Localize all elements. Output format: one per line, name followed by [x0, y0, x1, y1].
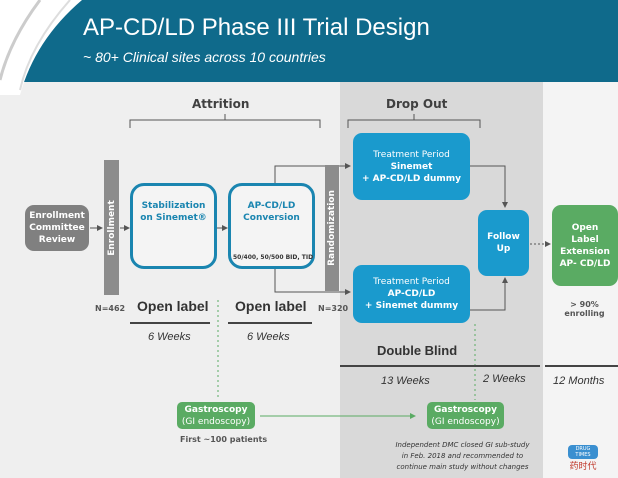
n-randomized: N=320 — [318, 304, 349, 313]
gastroscopy-box-1: Gastroscopy(GI endoscopy) — [177, 402, 255, 429]
duration-stab: 6 Weeks — [148, 331, 191, 343]
page-title: AP-CD/LD Phase III Trial Design — [83, 14, 430, 41]
conversion-dose: 50/400, 50/500 BID, TID — [233, 254, 314, 261]
duration-conv: 6 Weeks — [247, 331, 290, 343]
open-label-1: Open label — [137, 298, 209, 314]
drop-out-label: Drop Out — [386, 97, 448, 111]
duration-follow-up: 2 Weeks — [483, 373, 526, 385]
enrolling-note: > 90%enrolling — [564, 300, 605, 318]
divider — [545, 365, 618, 367]
header-band — [0, 0, 618, 82]
n-enrolled: N=462 — [95, 304, 126, 313]
divider — [228, 322, 312, 324]
divider — [340, 365, 540, 367]
open-label-2: Open label — [235, 298, 307, 314]
double-blind-label: Double Blind — [377, 343, 458, 358]
drug-times-logo: DRUG TIMES 药时代 — [568, 445, 598, 472]
gastroscopy-box-2: Gastroscopy(GI endoscopy) — [427, 402, 504, 429]
page-subtitle: ~ 80+ Clinical sites across 10 countries — [83, 49, 326, 65]
enrollment-committee-box: Enrollment Committee Review — [25, 205, 89, 251]
duration-extension: 12 Months — [553, 375, 605, 387]
randomization-bar: Randomization — [325, 165, 339, 291]
enrollment-bar: Enrollment — [104, 160, 119, 295]
first-patients-note: First ~100 patients — [180, 435, 268, 444]
duration-double-blind: 13 Weeks — [381, 375, 430, 387]
divider — [130, 322, 210, 324]
attrition-label: Attrition — [192, 97, 250, 111]
